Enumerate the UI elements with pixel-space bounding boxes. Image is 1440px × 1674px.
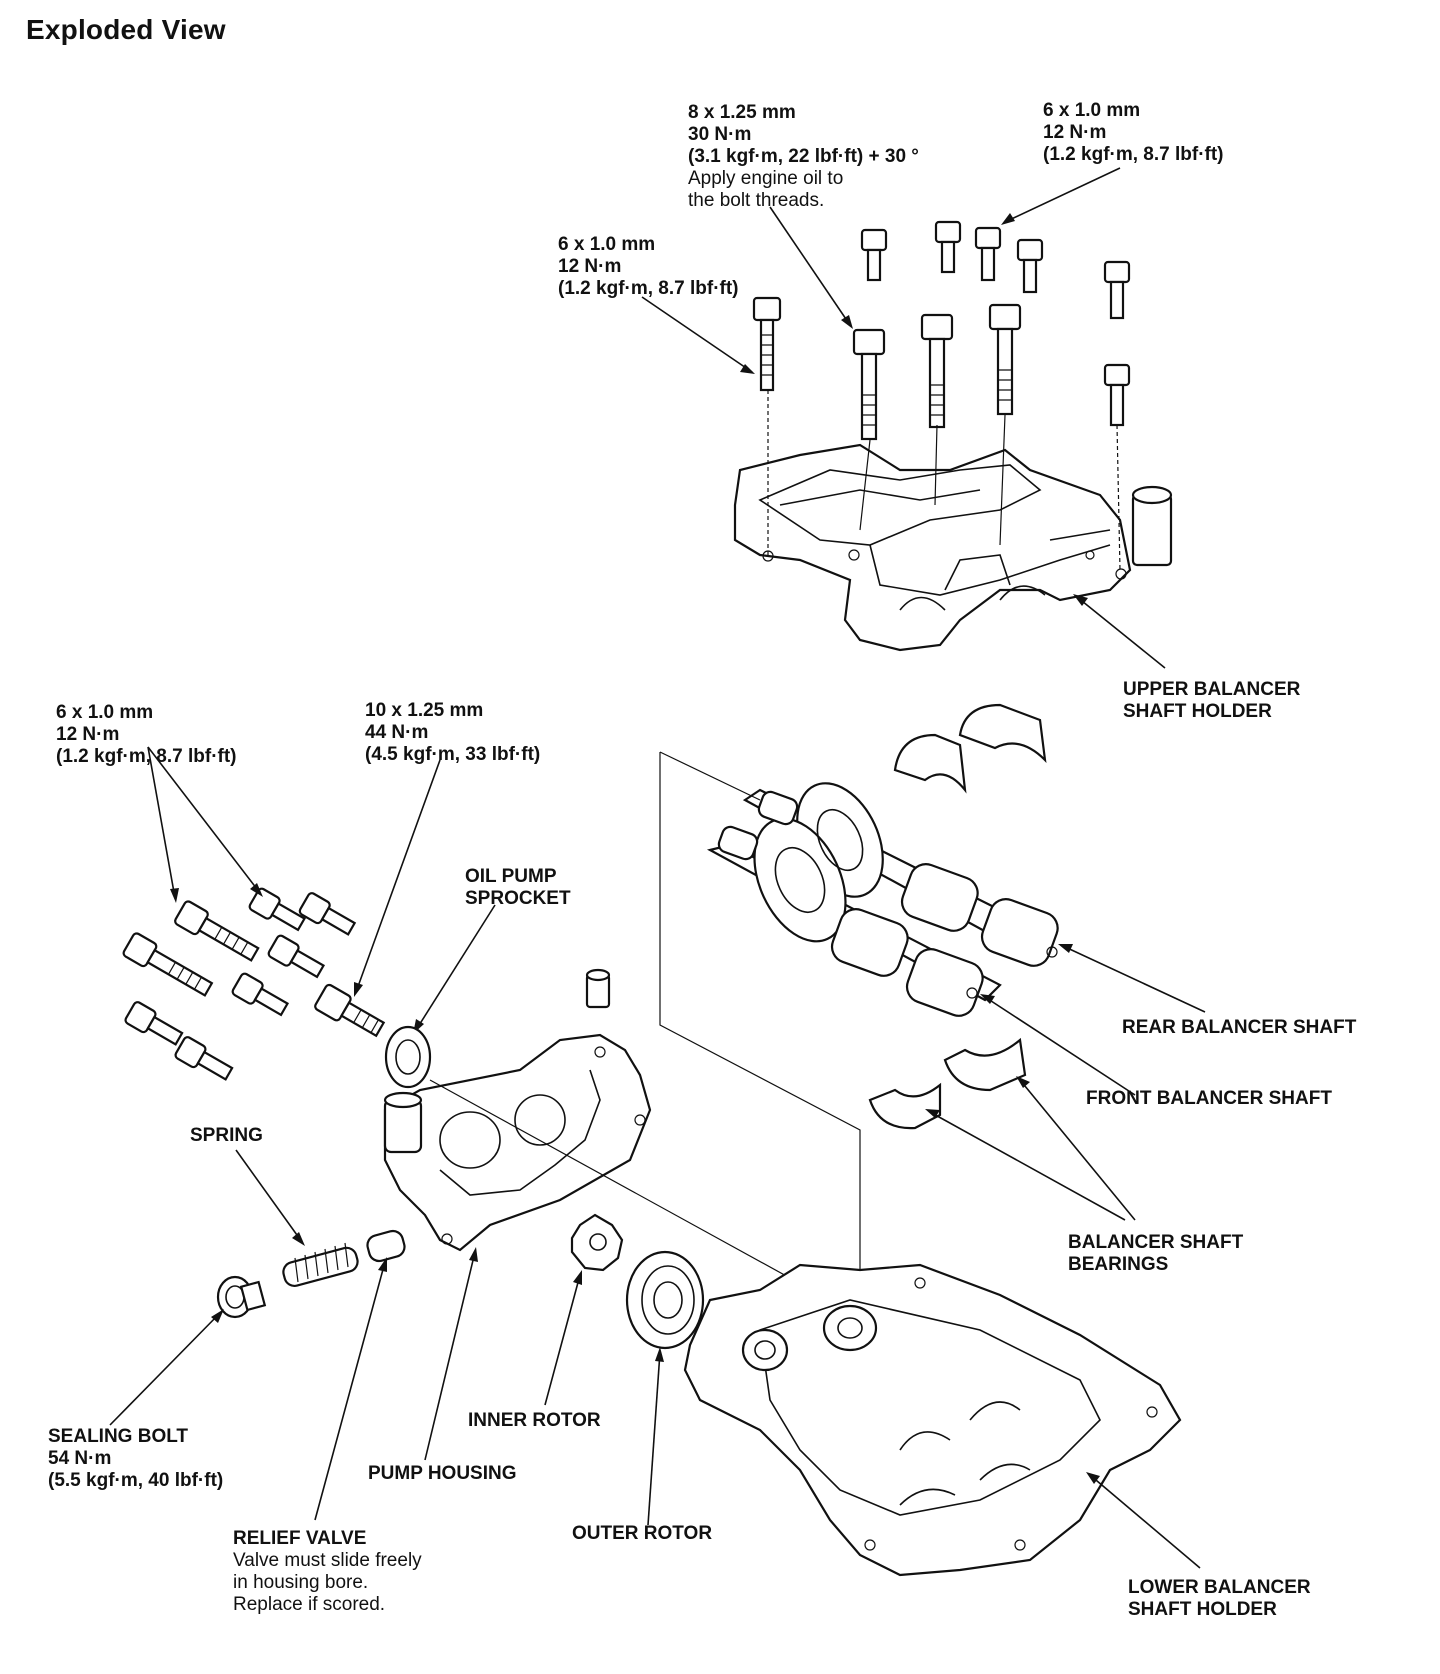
pump-small-bolts-spec: 6 x 1.0 mm 12 N·m (1.2 kgf·m, 8.7 lbf·ft… [56, 702, 237, 767]
balancer-shafts [706, 782, 1059, 1017]
bearings-label: BALANCER SHAFT BEARINGS [1068, 1232, 1244, 1275]
oil-pump-bolts [122, 887, 386, 1081]
upper-right-bolt-spec: 6 x 1.0 mm 12 N·m (1.2 kgf·m, 8.7 lbf·ft… [1043, 100, 1224, 165]
outer-rotor [625, 1250, 705, 1350]
oil-pump-sprocket-label: OIL PUMP SPROCKET [465, 866, 571, 909]
lower-balancer-shaft-holder [683, 1263, 1182, 1577]
upper-holder-label: UPPER BALANCER SHAFT HOLDER [1123, 679, 1301, 722]
sealing-bolt-label: SEALING BOLT 54 N·m (5.5 kgf·m, 40 lbf·f… [48, 1426, 224, 1491]
upper-holder-bolts [752, 220, 1131, 441]
upper-left-bolt-spec: 6 x 1.0 mm 12 N·m (1.2 kgf·m, 8.7 lbf·ft… [558, 234, 739, 299]
relief-valve-parts [216, 1229, 406, 1319]
lower-holder-label: LOWER BALANCER SHAFT HOLDER [1128, 1577, 1311, 1620]
outer-rotor-label: OUTER ROTOR [572, 1523, 713, 1544]
upper-balancer-shaft-holder [733, 443, 1173, 652]
inner-rotor-label: INNER ROTOR [468, 1410, 601, 1431]
oil-pump-sprocket [384, 1025, 432, 1089]
rear-balancer-shaft-label: REAR BALANCER SHAFT [1122, 1017, 1357, 1038]
balancer-shaft-bearings [868, 703, 1047, 1130]
relief-valve-label: RELIEF VALVE Valve must slide freely in … [233, 1528, 422, 1615]
pump-large-bolt-spec: 10 x 1.25 mm 44 N·m (4.5 kgf·m, 33 lbf·f… [365, 700, 541, 765]
pump-housing-label: PUMP HOUSING [368, 1463, 517, 1484]
upper-mid-bolt-spec: 8 x 1.25 mm 30 N·m (3.1 kgf·m, 22 lbf·ft… [688, 102, 919, 211]
spring-label: SPRING [190, 1125, 263, 1146]
inner-rotor [570, 1213, 624, 1272]
front-balancer-shaft-label: FRONT BALANCER SHAFT [1086, 1088, 1332, 1109]
page-title: Exploded View [26, 14, 226, 45]
pump-housing [383, 968, 652, 1252]
